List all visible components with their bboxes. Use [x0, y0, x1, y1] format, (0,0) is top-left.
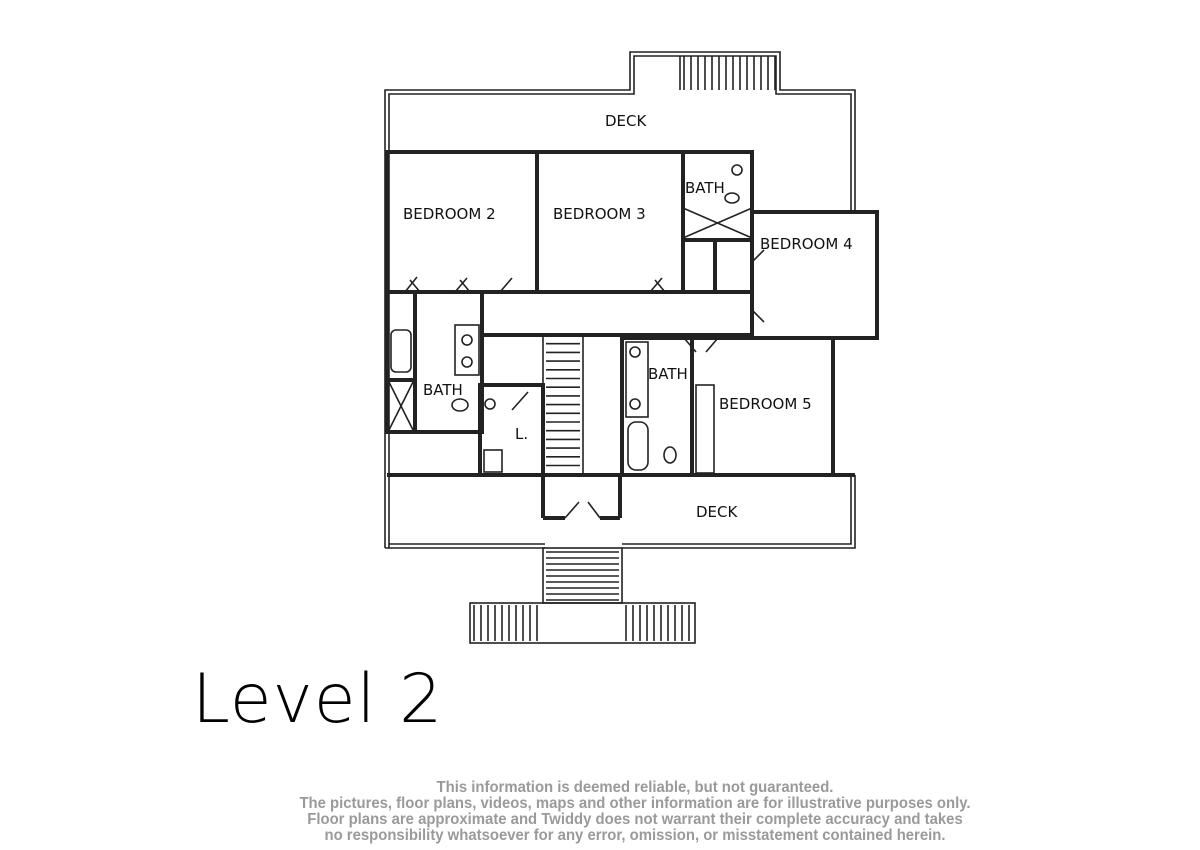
interior-stairs	[542, 334, 584, 476]
room-label-bedroom-4: BEDROOM 4	[760, 235, 853, 253]
room-label-laundry: L.	[515, 425, 528, 443]
fixtures	[451, 164, 743, 464]
room-label-bedroom-3: BEDROOM 3	[553, 205, 646, 223]
disclaimer-line: Floor plans are approximate and Twiddy d…	[307, 811, 963, 828]
room-label-bath-center: BATH	[648, 365, 688, 383]
room-label-deck-bottom: DECK	[696, 503, 739, 521]
room-label-bedroom-5: BEDROOM 5	[719, 395, 812, 413]
front-stairs	[469, 547, 696, 644]
room-label-deck-top: DECK	[605, 112, 648, 130]
room-label-bedroom-2: BEDROOM 2	[403, 205, 496, 223]
disclaimer: This information is deemed reliable, but…	[200, 780, 1070, 844]
room-label-bath-left: BATH	[423, 381, 463, 399]
doors	[404, 249, 765, 519]
level-title: Level 2	[192, 660, 444, 739]
room-label-bath-top: BATH	[685, 179, 725, 197]
disclaimer-line: The pictures, floor plans, videos, maps …	[299, 795, 971, 812]
walls	[385, 150, 879, 520]
deck-railing	[384, 51, 856, 549]
top-stairs	[679, 56, 776, 90]
disclaimer-line: no responsibility whatsoever for any err…	[324, 827, 946, 844]
disclaimer-line: This information is deemed reliable, but…	[436, 779, 834, 796]
